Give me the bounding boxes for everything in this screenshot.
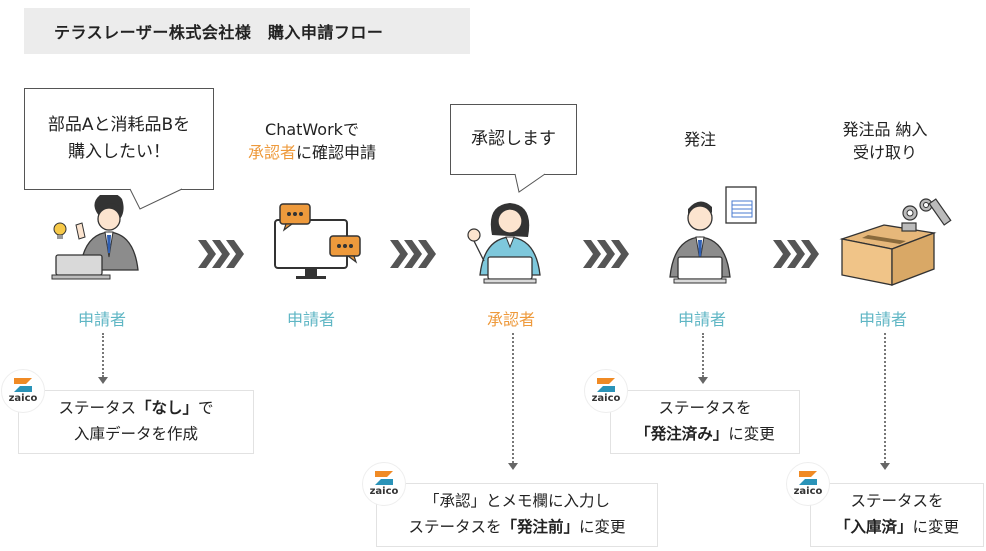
zaico-logo-mark-icon <box>14 378 32 392</box>
zaico-note-create: ステータス「なし」で 入庫データを作成 <box>18 390 254 454</box>
role-label-applicant: 申請者 <box>858 310 907 329</box>
zaico-logo-mark-icon <box>375 471 393 485</box>
zaico-logo-text: zaico <box>793 486 823 497</box>
approver-person-icon <box>467 203 541 284</box>
role-label-approver: 承認者 <box>486 310 535 329</box>
connector-arrowhead <box>98 377 108 384</box>
bubble-tail <box>514 173 546 193</box>
bubble-line: 承認します <box>471 128 556 149</box>
step-text-line: 受け取り <box>852 143 917 163</box>
status-emphasis: 「発注前」 <box>501 518 579 536</box>
role-label-applicant: 申請者 <box>286 310 335 329</box>
dotted-connector <box>884 333 886 463</box>
flow-arrow-3 <box>583 240 629 268</box>
zaico-logo: zaico <box>584 369 628 413</box>
step-text-line: ChatWorkで <box>265 120 359 139</box>
step-text-rest: に確認申請 <box>296 143 377 163</box>
box-parts-icon <box>839 198 952 286</box>
connector-arrowhead <box>698 377 708 384</box>
flow-arrow-2 <box>390 240 436 268</box>
dotted-connector <box>512 333 514 463</box>
zaico-logo: zaico <box>362 462 406 506</box>
bubble-tail <box>129 188 183 210</box>
note-text: ステータスを <box>850 492 944 511</box>
zaico-logo-text: zaico <box>591 393 621 404</box>
dotted-connector <box>102 333 104 377</box>
note-text: に変更 <box>579 518 626 536</box>
step-text-line: 発注 <box>683 130 716 149</box>
zaico-note-ordered: ステータスを 「発注済み」に変更 <box>610 390 800 454</box>
role-label-applicant: 申請者 <box>677 310 726 329</box>
dotted-connector <box>702 333 704 377</box>
zaico-logo-text: zaico <box>8 393 38 404</box>
note-text: で <box>198 399 214 418</box>
speech-bubble-applicant: 部品Aと消耗品Bを 購入したい！ <box>24 88 214 190</box>
connector-arrowhead <box>508 463 518 470</box>
bubble-line: 部品Aと消耗品Bを <box>47 114 191 135</box>
page-title: テラスレーザー株式会社様 購入申請フロー <box>24 8 470 54</box>
status-emphasis: 「発注済み」 <box>635 425 729 443</box>
speech-bubble-approver: 承認します <box>450 104 577 175</box>
note-text: ステータス <box>58 399 136 418</box>
step-text-chatwork: ChatWorkで 承認者に確認申請 <box>232 118 392 164</box>
note-text: 入庫データを作成 <box>73 425 198 443</box>
zaico-note-received: ステータスを 「入庫済」に変更 <box>810 483 984 547</box>
zaico-logo-mark-icon <box>799 471 817 485</box>
note-text: 「承認」とメモ欄に入力し <box>423 492 610 511</box>
zaico-note-approve: 「承認」とメモ欄に入力し ステータスを「発注前」に変更 <box>376 483 658 547</box>
bubble-line: 購入したい！ <box>67 142 170 162</box>
connector-arrowhead <box>880 463 890 470</box>
zaico-logo-text: zaico <box>369 486 399 497</box>
note-text: に変更 <box>728 425 775 443</box>
step-text-line: 発注品 納入 <box>842 120 928 139</box>
role-label-applicant: 申請者 <box>77 310 126 329</box>
zaico-logo: zaico <box>1 369 45 413</box>
zaico-logo-mark-icon <box>597 378 615 392</box>
zaico-logo: zaico <box>786 462 830 506</box>
note-text: ステータスを <box>658 399 752 418</box>
note-text: ステータスを <box>408 518 502 536</box>
status-emphasis: 「なし」 <box>135 399 198 418</box>
flow-arrow-1 <box>198 240 244 268</box>
ordering-person-icon <box>669 186 757 284</box>
status-emphasis: 「入庫済」 <box>834 518 913 536</box>
monitor-chat-icon <box>274 203 361 279</box>
step-text-receive: 発注品 納入 受け取り <box>820 118 950 164</box>
applicant-person-icon <box>51 195 139 280</box>
approver-highlight: 承認者 <box>247 143 296 163</box>
step-text-order: 発注 <box>650 128 750 151</box>
note-text: に変更 <box>912 518 960 536</box>
flow-arrow-4 <box>773 240 819 268</box>
